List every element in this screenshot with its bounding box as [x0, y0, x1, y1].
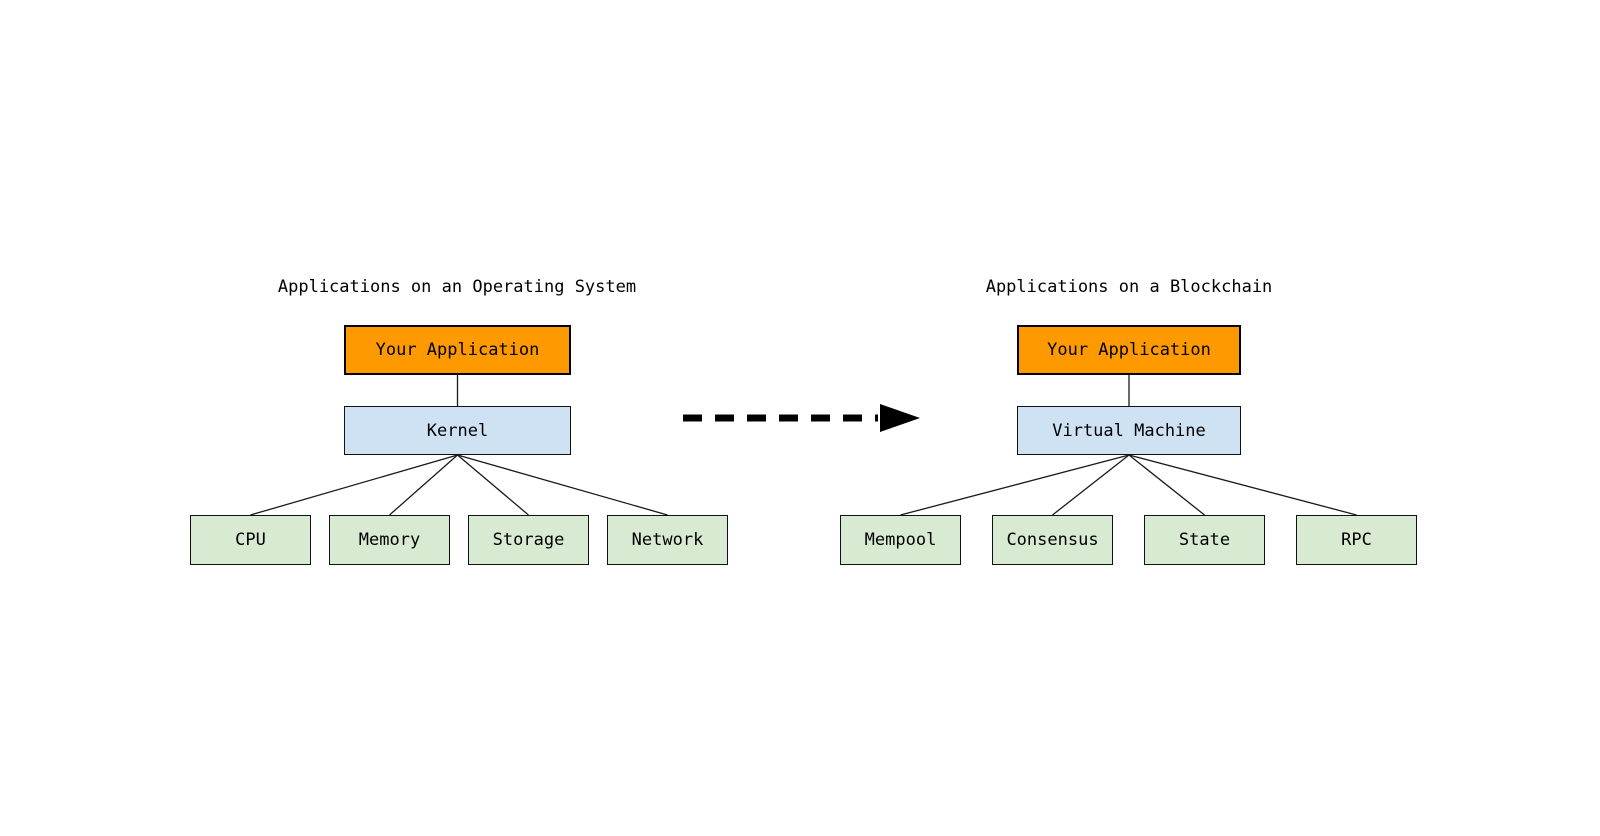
left-leaf-cpu-label: CPU [235, 530, 266, 550]
right-vm-to-state-line [1128, 454, 1205, 516]
left-tree-connectors [250, 375, 668, 516]
left-leaf-network-box: Network [607, 515, 728, 565]
left-kernel-label: Kernel [426, 420, 489, 441]
right-leaf-state-box: State [1144, 515, 1265, 565]
left-your-application-label: Your Application [375, 340, 540, 360]
right-your-application-label: Your Application [1047, 340, 1211, 360]
left-kernel-to-storage-line [457, 454, 529, 516]
right-vm-to-mempool-line [900, 454, 1130, 516]
left-leaf-cpu-box: CPU [190, 515, 311, 565]
left-diagram-title: Applications on an Operating System [277, 277, 637, 297]
arrow-head [880, 404, 920, 432]
left-your-application-box: Your Application [344, 325, 571, 375]
right-leaf-mempool-box: Mempool [840, 515, 961, 565]
right-tree-connectors [900, 375, 1357, 516]
right-virtual-machine-box: Virtual Machine [1017, 406, 1241, 455]
right-leaf-consensus-box: Consensus [992, 515, 1113, 565]
right-vm-to-rpc-line [1128, 454, 1357, 516]
right-leaf-consensus-label: Consensus [1006, 530, 1099, 550]
left-leaf-storage-label: Storage [492, 530, 565, 550]
right-virtual-machine-label: Virtual Machine [1052, 420, 1206, 441]
right-leaf-rpc-box: RPC [1296, 515, 1417, 565]
left-kernel-to-memory-line [389, 454, 458, 516]
left-leaf-network-label: Network [631, 530, 704, 550]
left-kernel-to-network-line [457, 454, 668, 516]
left-leaf-storage-box: Storage [468, 515, 589, 565]
dashed-arrow-icon [683, 404, 920, 432]
right-leaf-mempool-label: Mempool [864, 530, 937, 550]
left-leaf-memory-label: Memory [358, 530, 421, 550]
right-leaf-rpc-label: RPC [1341, 530, 1372, 550]
left-leaf-memory-box: Memory [329, 515, 450, 565]
right-vm-to-consensus-line [1052, 454, 1130, 516]
right-your-application-box: Your Application [1017, 325, 1241, 375]
left-kernel-to-cpu-line [250, 454, 458, 516]
right-leaf-state-label: State [1178, 530, 1231, 550]
left-kernel-box: Kernel [344, 406, 571, 455]
right-diagram-title: Applications on a Blockchain [985, 277, 1273, 297]
